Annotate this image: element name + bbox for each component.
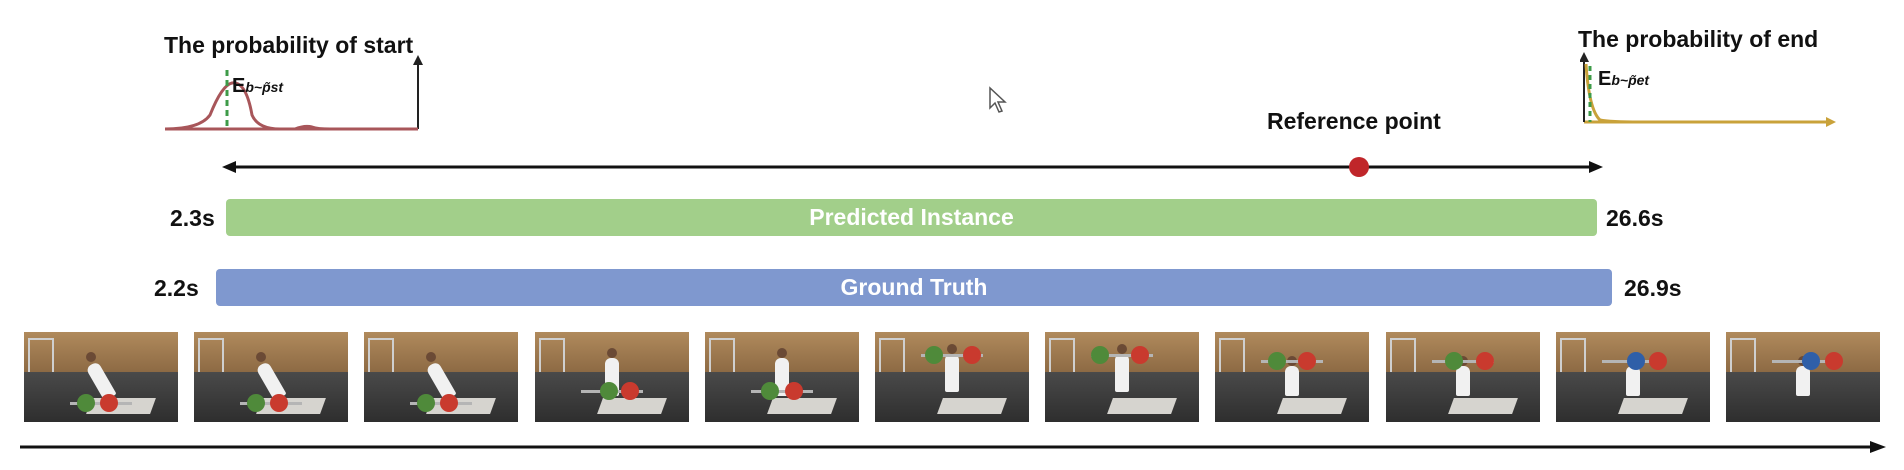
- video-frame: [1386, 332, 1540, 422]
- video-frame: [24, 332, 178, 422]
- time-axis: [20, 441, 1886, 453]
- frame-rack: [198, 338, 224, 386]
- frame-athlete: [1115, 354, 1129, 392]
- reference-point-label: Reference point: [1267, 108, 1441, 134]
- frame-barbell: [921, 354, 983, 357]
- frame-weight-plate: [269, 394, 288, 412]
- end-probability-title: The probability of end: [1578, 26, 1819, 52]
- frame-weight-plate: [99, 394, 118, 412]
- frame-platform: [1106, 398, 1177, 414]
- frame-weight-plate: [416, 394, 435, 412]
- frame-weight-plate: [1267, 352, 1286, 370]
- frame-weight-plate: [246, 394, 265, 412]
- ground-truth-label: Ground Truth: [840, 274, 988, 300]
- frame-athlete-head: [777, 348, 787, 358]
- frame-weight-plate: [1475, 352, 1494, 370]
- frame-rack: [1390, 338, 1416, 386]
- video-frame: [1556, 332, 1710, 422]
- video-frame: [1215, 332, 1369, 422]
- frame-rack: [1560, 338, 1586, 386]
- frame-platform: [1447, 398, 1518, 414]
- ground-truth-start-time: 2.2s: [154, 275, 199, 301]
- frame-platform: [85, 398, 156, 414]
- frame-platform: [425, 398, 496, 414]
- start-y-axis-arrowhead: [413, 55, 423, 65]
- video-frame: [364, 332, 518, 422]
- frame-barbell: [1091, 354, 1153, 357]
- frame-weight-plate: [599, 382, 618, 400]
- frame-athlete: [1626, 366, 1640, 396]
- frame-rack: [1049, 338, 1075, 386]
- frame-athlete-head: [426, 352, 436, 362]
- frame-athlete: [1285, 366, 1299, 396]
- predicted-instance-label: Predicted Instance: [809, 204, 1014, 230]
- reference-point-dot: [1349, 157, 1369, 177]
- frame-weight-plate: [1801, 352, 1820, 370]
- frame-rack: [709, 338, 735, 386]
- frame-weight-plate: [621, 382, 640, 400]
- predicted-start-time: 2.3s: [170, 205, 215, 231]
- ground-truth-bar: Ground Truth: [216, 269, 1612, 306]
- frame-rack: [1219, 338, 1245, 386]
- end-probability-curve: [1584, 63, 1641, 124]
- frame-athlete-head: [947, 344, 957, 354]
- video-frame: [535, 332, 689, 422]
- start-probability-plot: [164, 55, 423, 131]
- time-axis-arrowhead: [1870, 441, 1886, 453]
- video-frame: [875, 332, 1029, 422]
- frame-weight-plate: [760, 382, 779, 400]
- frame-barbell: [751, 390, 813, 393]
- frame-weight-plate: [1824, 352, 1843, 370]
- start-probability-curve: [164, 81, 418, 131]
- frame-platform: [766, 398, 837, 414]
- frame-weight-plate: [76, 394, 95, 412]
- reference-timeline: [222, 157, 1603, 177]
- end-x-axis-arrowhead: [1826, 117, 1836, 127]
- frame-barbell: [1432, 360, 1494, 363]
- frame-weight-plate: [1444, 352, 1463, 370]
- video-frame: [1045, 332, 1199, 422]
- frame-rack: [1730, 338, 1756, 386]
- frame-rack: [28, 338, 54, 386]
- reference-left-arrowhead: [222, 161, 236, 173]
- predicted-end-time: 26.6s: [1606, 205, 1664, 231]
- frame-platform: [596, 398, 667, 414]
- frame-rack: [879, 338, 905, 386]
- frame-barbell: [1261, 360, 1323, 363]
- frame-platform: [1617, 398, 1688, 414]
- video-frame: [194, 332, 348, 422]
- end-expectation-label: Eb~p̃et: [1598, 68, 1650, 90]
- frame-weight-plate: [785, 382, 804, 400]
- frame-rack: [539, 338, 565, 386]
- frame-weight-plate: [1091, 346, 1110, 364]
- frame-platform: [255, 398, 326, 414]
- video-frame: [1726, 332, 1880, 422]
- end-y-axis-arrowhead: [1580, 52, 1589, 62]
- start-probability-title: The probability of start: [164, 32, 414, 58]
- frame-platform: [936, 398, 1007, 414]
- frame-weight-plate: [1298, 352, 1317, 370]
- ground-truth-end-time: 26.9s: [1624, 275, 1682, 301]
- frame-platform: [1276, 398, 1347, 414]
- frame-athlete: [1796, 366, 1810, 396]
- frame-weight-plate: [1131, 346, 1150, 364]
- reference-right-arrowhead: [1589, 161, 1603, 173]
- frame-rack: [368, 338, 394, 386]
- predicted-instance-bar: Predicted Instance: [226, 199, 1597, 236]
- frame-weight-plate: [963, 346, 982, 364]
- video-frame: [705, 332, 859, 422]
- frame-athlete-head: [1117, 344, 1127, 354]
- frame-athlete-head: [607, 348, 617, 358]
- frame-athlete: [1456, 366, 1470, 396]
- frame-athlete: [945, 354, 959, 392]
- frame-weight-plate: [1648, 352, 1667, 370]
- frame-weight-plate: [439, 394, 458, 412]
- frame-athlete-head: [86, 352, 96, 362]
- cursor-icon: [989, 86, 1007, 113]
- start-expectation-label: Eb~p̃st: [232, 75, 284, 97]
- frame-weight-plate: [924, 346, 943, 364]
- end-probability-plot: [1580, 52, 1836, 127]
- frame-athlete-head: [256, 352, 266, 362]
- frame-weight-plate: [1627, 352, 1646, 370]
